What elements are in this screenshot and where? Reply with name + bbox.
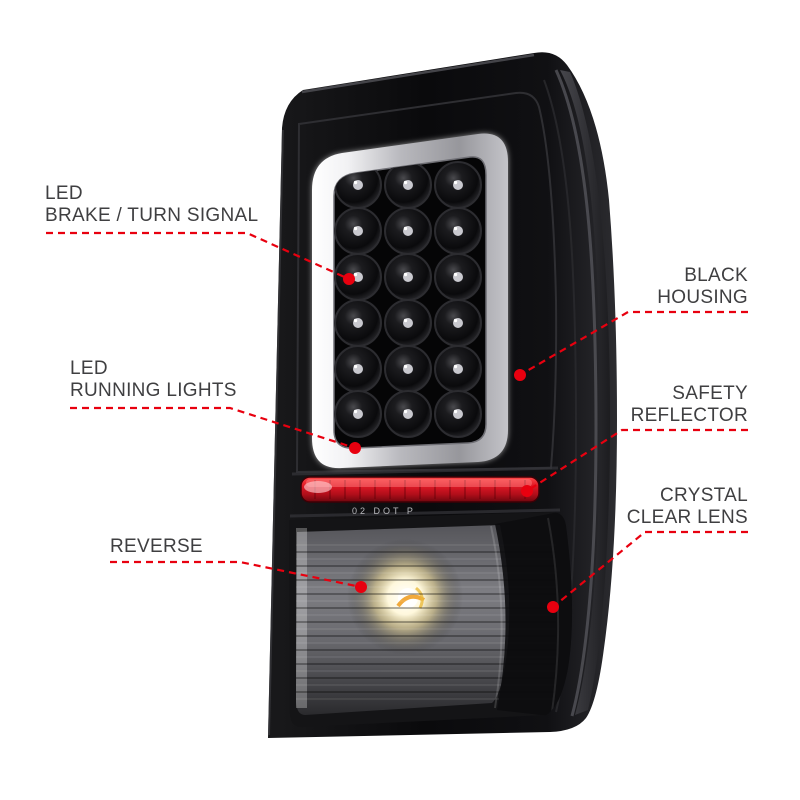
callout-dot-led-brake-turn-signal [343, 273, 355, 285]
callout-dot-black-housing [514, 369, 526, 381]
callout-dot-reverse [355, 581, 367, 593]
callout-text-line: REVERSE [110, 536, 203, 557]
dot-compliance-marking: 02 DOT P [352, 506, 416, 516]
callout-text-line: HOUSING [657, 287, 748, 308]
leader-line-safety-reflector [526, 428, 748, 492]
callout-label-safety-reflector: SAFETY REFLECTOR [631, 383, 748, 427]
callout-dot-crystal-clear-lens [547, 601, 559, 613]
callout-text-line: CRYSTAL [660, 485, 748, 506]
housing-side-face [560, 70, 610, 715]
led-array [334, 161, 482, 438]
callout-text-line: BLACK [684, 265, 748, 286]
leader-line-led-running-lights [70, 406, 356, 450]
callout-text-line: RUNNING LIGHTS [70, 380, 237, 401]
reverse-lens-section [289, 512, 573, 728]
callout-label-reverse: REVERSE [110, 536, 203, 558]
callout-text-line: CLEAR LENS [626, 507, 748, 528]
callout-text-line: LED [70, 358, 108, 379]
leader-line-crystal-clear-lens [552, 530, 748, 608]
callout-dot-safety-reflector [521, 485, 533, 497]
callout-text-line: SAFETY [672, 383, 748, 404]
leader-line-black-housing [519, 310, 748, 376]
safety-reflector-bar [300, 476, 540, 503]
leader-line-led-brake-turn-signal [46, 231, 350, 281]
callout-text-line: BRAKE / TURN SIGNAL [45, 205, 259, 226]
callout-dot-led-running-lights [349, 442, 361, 454]
callout-label-black-housing: BLACK HOUSING [657, 265, 748, 309]
callout-text-line: REFLECTOR [630, 405, 748, 426]
callout-label-led-brake-turn-signal: LED BRAKE / TURN SIGNAL [45, 183, 258, 227]
callout-label-led-running-lights: LED RUNNING LIGHTS [70, 358, 237, 402]
callout-label-crystal-clear-lens: CRYSTAL CLEAR LENS [627, 485, 748, 529]
callout-text-line: LED [45, 183, 83, 204]
